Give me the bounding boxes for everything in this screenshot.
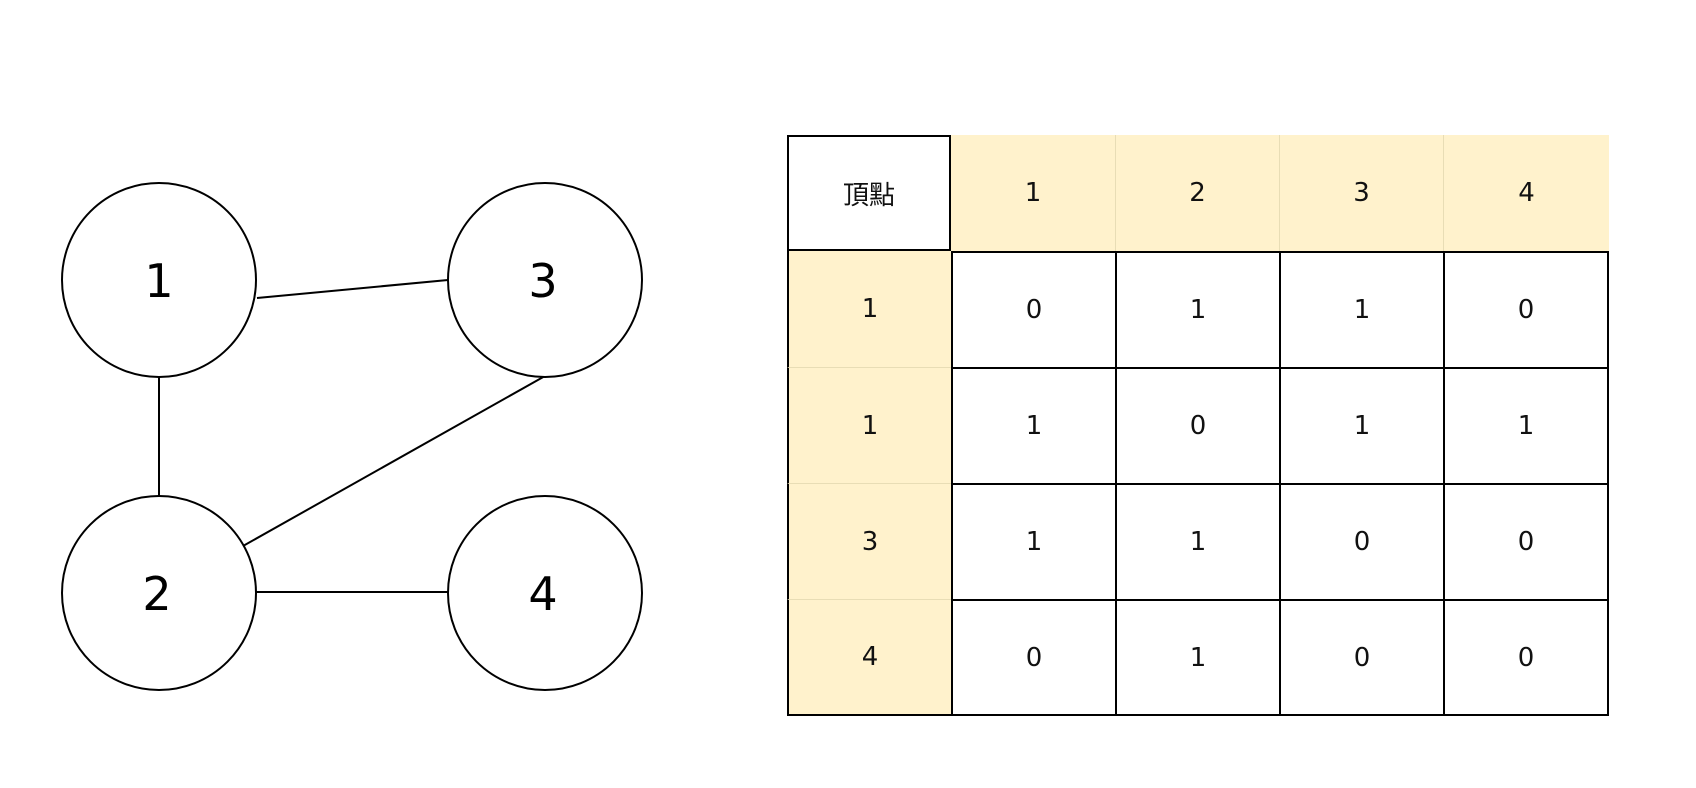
adjacency-matrix: 頂點 1 2 3 4 1 0 1 1 0 1 1 0 1 1 3 1 1 0 0… bbox=[787, 135, 1609, 716]
row-header: 4 bbox=[787, 599, 951, 716]
matrix-cell: 0 bbox=[1443, 599, 1609, 716]
node-1-label: 1 bbox=[144, 254, 173, 308]
node-4-label: 4 bbox=[528, 567, 557, 621]
matrix-cell: 1 bbox=[1115, 251, 1279, 367]
column-header: 3 bbox=[1279, 135, 1443, 251]
graph-diagram: 1 3 2 4 bbox=[61, 182, 643, 691]
node-4-circle bbox=[447, 495, 643, 691]
matrix-cell: 1 bbox=[951, 367, 1115, 483]
matrix-cell: 0 bbox=[1443, 483, 1609, 599]
matrix-cell: 0 bbox=[1279, 483, 1443, 599]
matrix-cell: 1 bbox=[1279, 251, 1443, 367]
node-2-label: 2 bbox=[142, 567, 171, 621]
column-header: 1 bbox=[951, 135, 1115, 251]
matrix-cell: 0 bbox=[951, 599, 1115, 716]
node-3: 3 bbox=[447, 182, 643, 378]
node-1: 1 bbox=[61, 182, 257, 378]
matrix-cell: 0 bbox=[1279, 599, 1443, 716]
matrix-cell: 1 bbox=[1279, 367, 1443, 483]
node-4: 4 bbox=[447, 495, 643, 691]
matrix-cell: 0 bbox=[1115, 367, 1279, 483]
matrix-corner-cell: 頂點 bbox=[787, 135, 951, 251]
column-header: 2 bbox=[1115, 135, 1279, 251]
row-header: 1 bbox=[787, 251, 951, 367]
matrix-cell: 1 bbox=[951, 483, 1115, 599]
edge-2-3 bbox=[242, 375, 546, 547]
row-header: 3 bbox=[787, 483, 951, 599]
matrix-cell: 0 bbox=[1443, 251, 1609, 367]
node-3-circle bbox=[447, 182, 643, 378]
node-2-circle bbox=[61, 495, 257, 691]
edge-1-3 bbox=[256, 279, 449, 299]
column-header: 4 bbox=[1443, 135, 1609, 251]
row-header: 1 bbox=[787, 367, 951, 483]
matrix-cell: 1 bbox=[1443, 367, 1609, 483]
matrix-cell: 1 bbox=[1115, 599, 1279, 716]
node-2: 2 bbox=[61, 495, 257, 691]
matrix-cell: 1 bbox=[1115, 483, 1279, 599]
node-1-circle bbox=[61, 182, 257, 378]
matrix-cell: 0 bbox=[951, 251, 1115, 367]
node-3-label: 3 bbox=[528, 254, 557, 308]
